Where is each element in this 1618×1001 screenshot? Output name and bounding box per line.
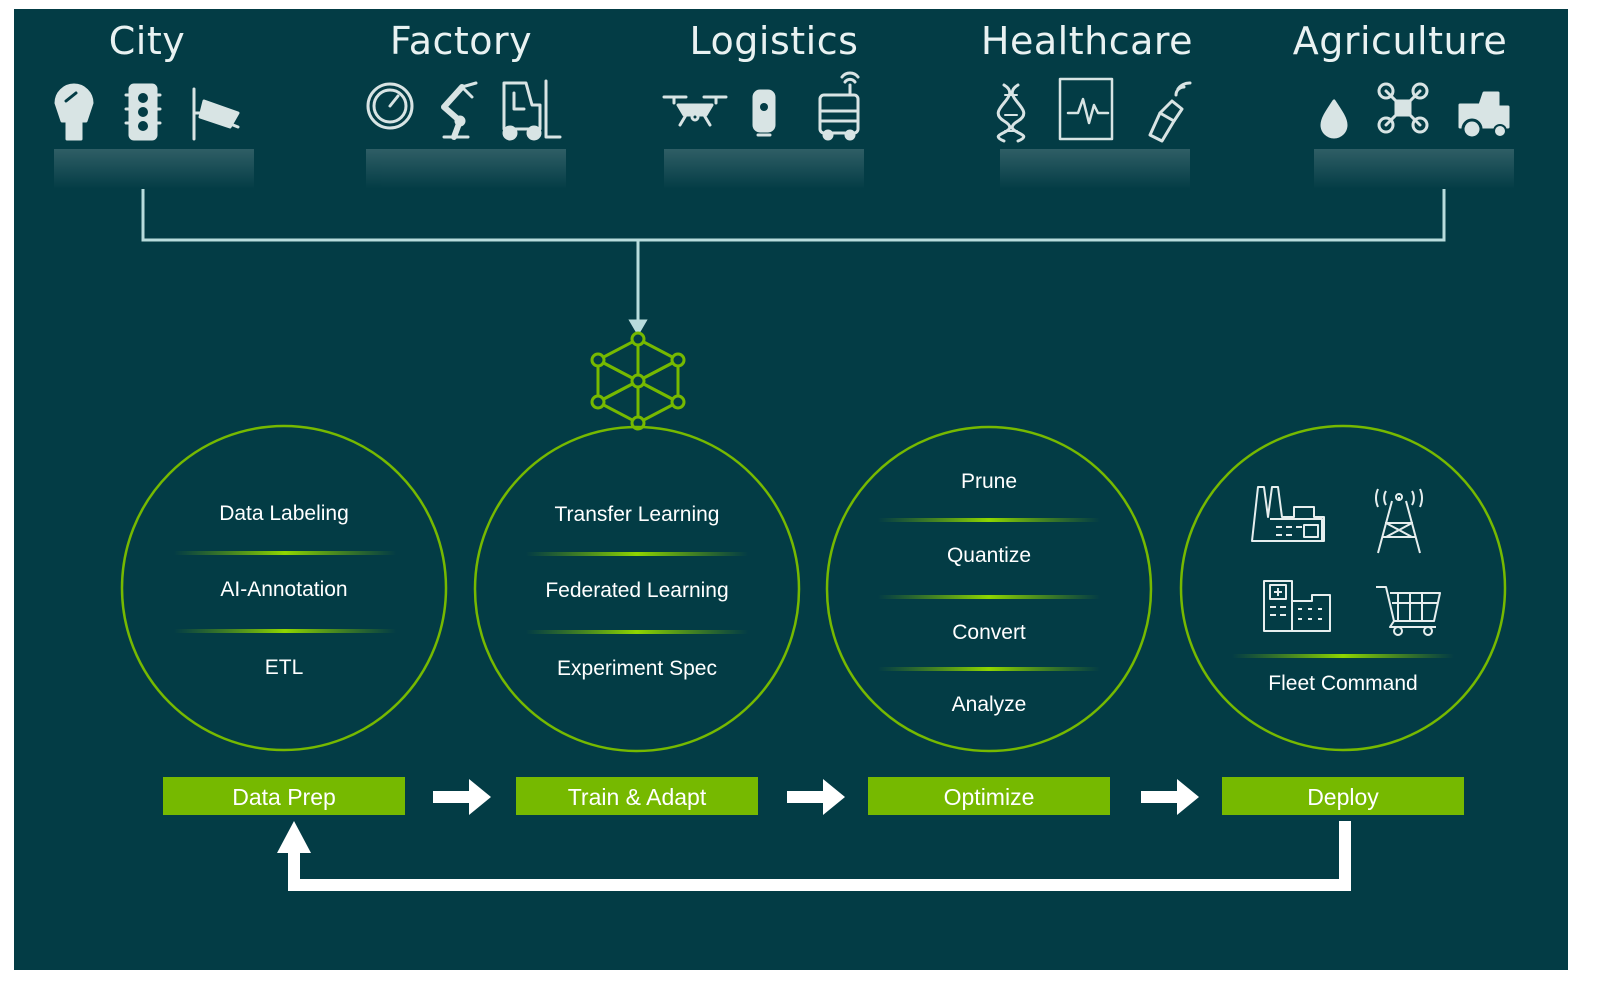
train-adapt-item: Federated Learning [545,579,729,602]
optimize-item: Convert [952,621,1026,644]
heart-monitor-icon [1058,77,1114,141]
stage-circles [120,424,1507,753]
cell-tower-icon [1375,488,1423,554]
dna-icon [996,83,1026,143]
sensor-device-icon [752,89,776,137]
tractor-icon [1458,91,1510,140]
data-prep-circle [120,424,448,752]
ultrasound-probe-icon [1148,81,1192,143]
train-adapt-item: Transfer Learning [554,503,720,526]
optimize-item: Prune [960,470,1018,493]
train-adapt-item: Experiment Spec [557,657,717,680]
factory-icon [1251,486,1325,542]
stage-label-deploy: Deploy [1222,777,1464,815]
arrow-right-icon [1141,779,1199,815]
traffic-light-icon [124,83,162,141]
optimize-circle [825,425,1153,753]
parking-meter-icon [54,83,94,141]
data-prep-item: AI-Annotation [220,578,348,601]
domain-title-logistics: Logistics [689,19,859,63]
delivery-robot-icon [818,71,860,141]
shopping-cart-icon [1376,586,1441,636]
domain-title-factory: Factory [389,19,533,63]
domain-connector [141,189,1446,336]
robot-arm-icon [441,81,478,140]
icon-reflections [54,149,1514,189]
stage-label-train-adapt: Train & Adapt [516,777,758,815]
train-adapt-circle [473,425,801,753]
circle-separators [174,518,1454,671]
gauge-icon [366,82,414,130]
forklift-icon [502,79,562,141]
hospital-icon [1263,580,1331,632]
arrow-right-icon [433,779,491,815]
flow-arrows [433,779,1199,815]
arrow-right-icon [787,779,845,815]
stage-label-data-prep: Data Prep [163,777,405,815]
diagram-graphics [54,71,1514,891]
deploy-circle [1179,424,1507,752]
neural-network-icon [590,331,686,431]
optimize-item: Analyze [951,693,1027,716]
domain-title-agriculture: Agriculture [1292,19,1508,63]
deploy-item: Fleet Command [1268,672,1418,695]
data-prep-item: ETL [264,656,304,679]
ai-workflow-diagram: City Factory Logistics Healthcare Agricu… [14,9,1568,970]
feedback-loop-arrow [277,821,1351,891]
water-drop-icon [1320,99,1348,139]
domain-title-healthcare: Healthcare [980,19,1194,63]
optimize-item: Quantize [946,544,1032,567]
stage-label-optimize: Optimize [868,777,1110,815]
data-prep-item: Data Labeling [219,502,349,525]
domain-title-city: City [108,19,186,63]
security-camera-icon [192,87,240,141]
quadcopter-icon [1377,82,1429,134]
drone-icon [662,95,728,127]
